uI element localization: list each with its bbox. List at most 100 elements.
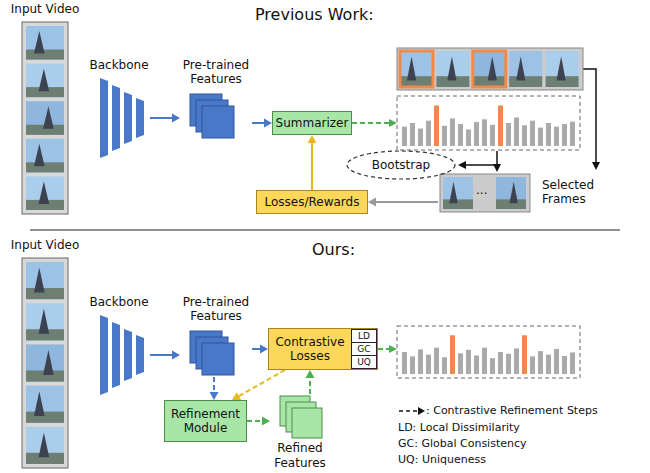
- video-frame: [26, 344, 64, 381]
- score-bar: [410, 123, 415, 146]
- ellipse-outline: [347, 151, 455, 179]
- connector-line: [150, 117, 173, 119]
- arrow-line: [466, 164, 497, 166]
- video-frame: [26, 303, 64, 340]
- backbone-layer: [124, 329, 132, 381]
- arrow-line: [583, 69, 596, 162]
- score-bar: [506, 354, 511, 374]
- video-frame: [26, 427, 64, 464]
- dashed-arrow: [378, 348, 389, 350]
- node-label: Refined Features: [270, 441, 330, 470]
- connector-line: [247, 420, 263, 422]
- video-frame: [26, 139, 64, 173]
- frame-ground: [26, 412, 64, 423]
- connector-line: [375, 201, 438, 203]
- feature-map: [202, 343, 234, 375]
- frame-ground: [26, 162, 64, 172]
- score-bar: [546, 123, 551, 146]
- connector-arrow: [252, 345, 268, 354]
- score-bar: [570, 352, 575, 374]
- feature-block: Pre-trained Features: [180, 295, 252, 377]
- connector-arrow: [232, 370, 285, 400]
- frame-strip: [440, 174, 530, 212]
- score-bar: [562, 124, 567, 146]
- arrow-head: [260, 345, 268, 354]
- video-frame: [496, 177, 526, 209]
- score-bar: [434, 106, 439, 146]
- video-input: Input Video: [4, 238, 86, 472]
- video-frame: [436, 51, 469, 87]
- score-bar: [514, 117, 519, 146]
- backbone-layer: [124, 92, 132, 144]
- tower-shape: [516, 56, 525, 80]
- backbone-block: Backbone: [88, 295, 150, 395]
- section-title: Ours:: [312, 240, 355, 259]
- bootstrap-ellipse: Bootstrap: [346, 150, 456, 180]
- tower-shape: [39, 432, 50, 457]
- loss-box: Losses/Rewards: [256, 190, 368, 214]
- frame-ground: [509, 76, 542, 87]
- tower-shape: [449, 182, 457, 203]
- connector-line: [252, 122, 265, 124]
- score-bar: [562, 356, 567, 374]
- loss-tag: GC: [351, 342, 377, 356]
- selected-highlight: [473, 51, 506, 87]
- tower-shape: [488, 56, 497, 80]
- filmstrip: [22, 22, 68, 214]
- node-label: Selected Frames: [542, 178, 608, 207]
- legend-text: : Contrastive Refinement Steps: [426, 404, 598, 417]
- score-bar: [498, 106, 503, 146]
- video-frame: [26, 262, 64, 299]
- arrow-head: [592, 162, 600, 170]
- node-label: Losses/Rewards: [265, 195, 360, 209]
- score-bar: [522, 125, 527, 146]
- backbone-block: Backbone: [88, 58, 150, 158]
- tower-shape: [34, 391, 45, 416]
- connector-arrow: [306, 370, 315, 394]
- legend-sample: [398, 405, 426, 417]
- score-bar: [442, 357, 447, 374]
- connector-arrow: [368, 198, 438, 207]
- score-bar: [538, 351, 543, 374]
- score-bar: [522, 335, 527, 374]
- arrow-head: [172, 351, 180, 360]
- score-bar: [434, 348, 439, 374]
- node-label: UQ: [357, 358, 371, 367]
- frame-ground: [26, 50, 64, 60]
- score-bar: [554, 349, 559, 374]
- dashed-arrow: [352, 122, 389, 124]
- score-bar: [426, 121, 431, 146]
- arrow-head: [458, 161, 466, 169]
- ellipsis: ...: [476, 183, 487, 197]
- node-label: Contrastive Losses: [273, 335, 347, 364]
- arrow-head: [389, 345, 397, 353]
- score-bar: [530, 121, 535, 146]
- selected-highlight: [400, 51, 433, 87]
- abbreviation-note: UQ: Uniqueness: [398, 453, 486, 466]
- loss-tag: LD: [351, 329, 377, 343]
- score-bar: [514, 348, 519, 374]
- score-bar: [490, 358, 495, 374]
- score-bar: [482, 119, 487, 146]
- node-label: Summarizer: [276, 116, 349, 130]
- score-chart: [397, 96, 580, 150]
- arrow-head: [306, 370, 315, 378]
- connector-arrow: [210, 377, 219, 400]
- arrow-line: [496, 151, 498, 164]
- legend-row: : Contrastive Refinement Steps: [398, 404, 598, 417]
- connector-line: [238, 370, 285, 397]
- video-frame: [26, 64, 64, 98]
- node-label: GC: [357, 345, 370, 354]
- video-frame: [26, 386, 64, 423]
- tower-shape: [34, 144, 45, 167]
- process-box: Summarizer: [272, 111, 352, 135]
- arrow-head: [262, 417, 270, 426]
- arrow-head: [172, 114, 180, 123]
- tower-shape: [39, 181, 50, 204]
- backbone-layer: [112, 85, 120, 151]
- tower-shape: [510, 182, 518, 203]
- video-frame: [26, 176, 64, 210]
- score-bar: [418, 129, 423, 146]
- tower-shape: [43, 106, 54, 129]
- video-frame: [400, 51, 433, 87]
